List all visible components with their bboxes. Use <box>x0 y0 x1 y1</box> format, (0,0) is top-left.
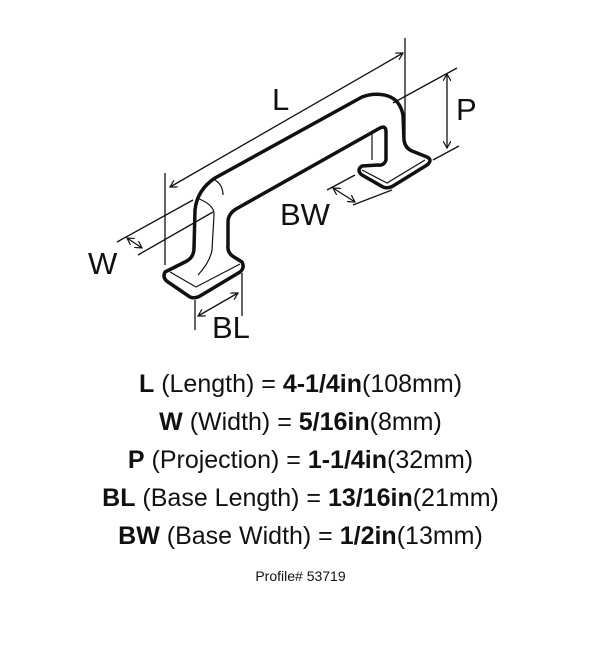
spec-base-width: BW (Base Width) = 1/2in(13mm) <box>118 522 483 550</box>
label-BL: BL <box>212 310 250 345</box>
spec-projection: P (Projection) = 1-1/4in(32mm) <box>127 446 474 474</box>
label-BW: BW <box>280 197 331 232</box>
label-P: P <box>456 92 477 127</box>
dimension-lines <box>116 38 460 330</box>
spec-base-length: BL (Base Length) = 13/16in(21mm) <box>102 484 499 512</box>
spec-width: W (Width) = 5/16in(8mm) <box>159 408 442 436</box>
width-arrow <box>127 238 142 248</box>
base-length-arrow <box>198 293 238 316</box>
length-arrow <box>170 53 403 187</box>
base-width-arrow <box>333 188 355 202</box>
handle-drawing: L P BW W BL <box>88 38 477 345</box>
spec-length: L (Length) = 4-1/4in(108mm) <box>138 370 463 398</box>
label-W: W <box>88 246 118 281</box>
profile-number: Profile# 53719 <box>255 568 346 584</box>
dimension-specs: L (Length) = 4-1/4in(108mm) W (Width) = … <box>0 365 601 555</box>
label-L: L <box>272 82 289 117</box>
